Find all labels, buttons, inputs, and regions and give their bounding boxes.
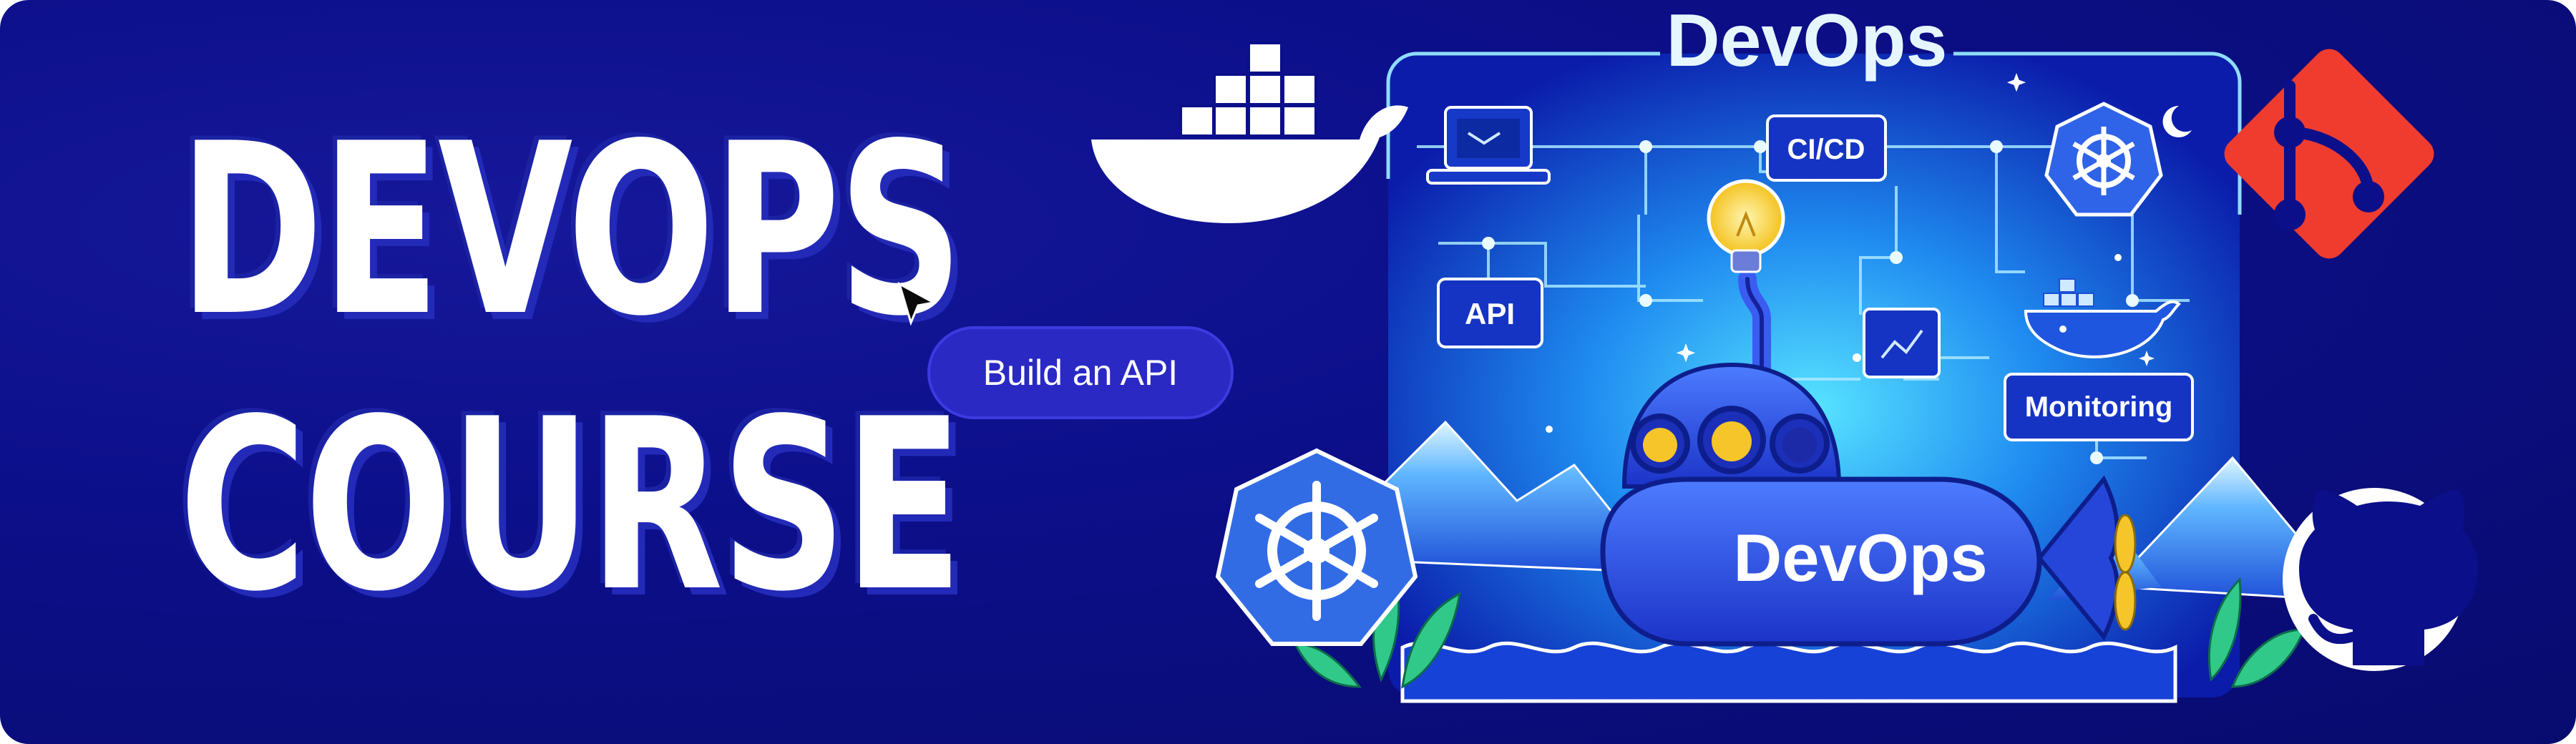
api-label: API [1465, 297, 1515, 331]
monitor-chart-icon [1863, 308, 1941, 378]
monitoring-label: Monitoring [2025, 391, 2173, 423]
submarine-label: DevOps [1733, 520, 1987, 595]
frame-title: DevOps [1666, 0, 1947, 82]
cursor-icon [897, 281, 937, 326]
monitoring-tag: Monitoring [2004, 373, 2194, 441]
water [1400, 641, 2177, 703]
kubernetes-small-icon [2044, 102, 2163, 217]
build-api-button[interactable]: Build an API [927, 326, 1234, 419]
submarine: DevOps [1600, 179, 2137, 647]
api-tag: API [1437, 278, 1543, 348]
circuit-nodes [1482, 140, 2139, 464]
headline-line-devops: DEVOPS [179, 93, 963, 368]
docker-small-icon [2024, 278, 2181, 358]
laptop-icon [1426, 106, 1551, 185]
headline-line-course: COURSE [179, 368, 963, 643]
headline: DEVOPS COURSE [179, 93, 1133, 644]
sparkles [1546, 73, 2155, 433]
cicd-tag: CI/CD [1766, 114, 1887, 182]
cicd-label: CI/CD [1787, 134, 1865, 165]
devops-illustration: DevOps CI/CD API Monitoring [1293, 0, 2357, 703]
lightbulb-icon [1707, 179, 1785, 273]
moon-icon [2162, 105, 2192, 137]
